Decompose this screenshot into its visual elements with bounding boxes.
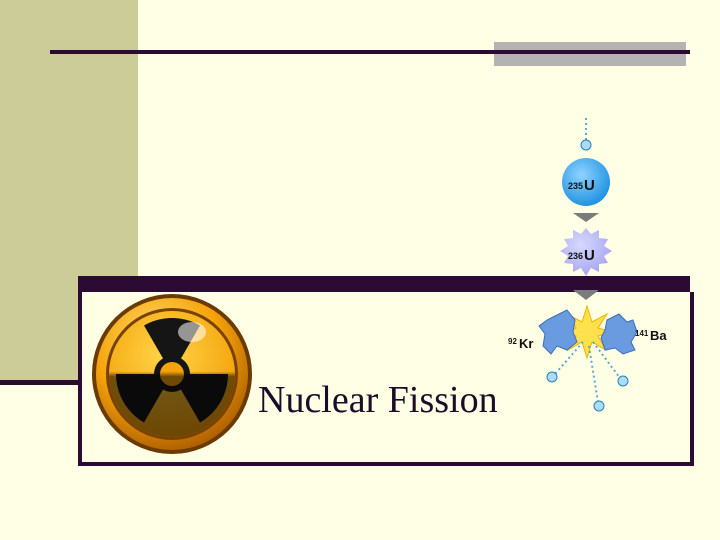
uranium-235-symbol: U bbox=[584, 177, 595, 194]
title-box-top-bar bbox=[78, 276, 690, 292]
incoming-neutron bbox=[580, 139, 592, 151]
arrow-down-icon bbox=[573, 290, 599, 300]
uranium-235-mass: 235 bbox=[568, 181, 583, 191]
fission-diagram: 235 U 236 U 92 Kr 141 Ba bbox=[508, 118, 667, 412]
uranium-236-mass: 236 bbox=[568, 251, 583, 261]
top-rule bbox=[50, 50, 690, 54]
barium-fragment bbox=[600, 313, 638, 355]
released-neutron bbox=[546, 371, 558, 383]
barium-symbol: Ba bbox=[650, 328, 667, 343]
uranium-236-nucleus bbox=[560, 228, 612, 276]
uranium-236-symbol: U bbox=[584, 247, 595, 264]
top-gray-accent bbox=[494, 42, 686, 66]
radiation-icon bbox=[92, 294, 252, 454]
released-neutron bbox=[617, 375, 629, 387]
barium-mass: 141 bbox=[635, 329, 649, 338]
arrow-down-icon bbox=[573, 213, 599, 222]
slide-title: Nuclear Fission bbox=[258, 379, 498, 421]
released-neutron bbox=[593, 400, 605, 412]
krypton-fragment bbox=[538, 309, 578, 355]
left-band-edge-rule bbox=[0, 380, 90, 385]
krypton-symbol: Kr bbox=[519, 336, 533, 351]
krypton-mass: 92 bbox=[508, 337, 517, 346]
uranium-235-nucleus bbox=[562, 158, 610, 206]
released-neutron-paths bbox=[554, 341, 621, 403]
